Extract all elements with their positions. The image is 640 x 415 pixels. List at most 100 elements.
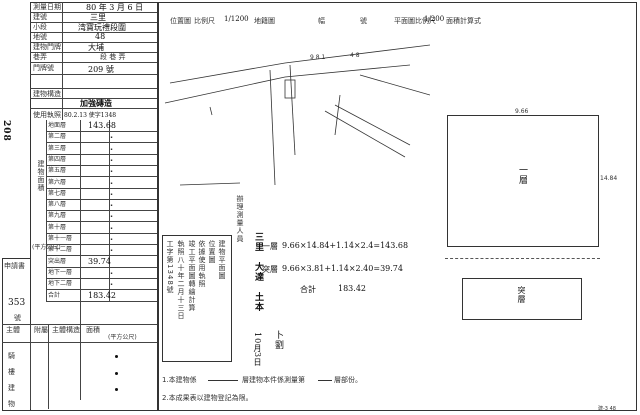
footnote-1-end: 層部份。 [334,376,362,384]
floor-label: 第九層 [48,212,67,219]
floor-label: 地下一層 [48,269,73,276]
ratio-plan: 1/200 [424,15,445,23]
footnote-2: 2.本成果表以建物登記為限。 [162,394,253,402]
header-label-section: 小段 [33,23,47,31]
stamp-value-0: 三里 [253,232,263,252]
floor-value: 183.42 [88,291,116,300]
stamp-value-2: 土本 [253,292,263,312]
dim-top: 9.66 [515,108,529,115]
floor-label: 地面層 [48,122,67,129]
roof-plan [462,278,582,320]
svg-text:9 8 1: 9 8 1 [310,54,325,61]
header-value-address: 大埔 [88,43,104,52]
floor-value: . [110,244,114,253]
floor-label: 第十二層 [48,246,73,253]
note-col-3: 竣工平面圖轉繪計算 [188,240,196,312]
floor-label: 第三層 [48,145,67,152]
corner-text: 建-3 48 [598,406,616,412]
floor-label: 地下二層 [48,280,73,287]
accessory-row-1: 樓 [8,368,15,376]
accessory-label-1: 附屬 [34,326,48,334]
applicant-number: 353 [8,298,26,308]
stamp-col-0: 辦理測量人員 [236,195,244,243]
date-col-0: 執照八十年二月十三日 [177,240,185,320]
form-frame [30,2,159,411]
header-label-address: 建物門牌 [33,43,61,51]
header-label-door: 門牌號 [33,64,54,72]
date-col-1: 工字第1348號 [166,240,174,294]
note-col-1: 位置圖 [208,240,216,264]
side-mark: 208 [1,120,11,142]
floor-value: . [110,177,114,186]
calc-line-2-label: 合計 [300,285,316,294]
calc-line-2-formula: 183.42 [338,284,366,293]
number-word: 號 [360,17,367,25]
floor-value: . [110,222,114,231]
floor-label: 第十一層 [48,235,73,242]
applicant-suffix: 號 [14,314,21,322]
structure-value: 加強磚造 [80,98,112,108]
floor-label: 第四層 [48,156,67,163]
svg-text:4 8: 4 8 [350,52,360,59]
floor-label: 第六層 [48,179,67,186]
accessory-label-3: 面積 [86,326,100,334]
ratio-location: 1/1200 [224,15,249,23]
header-value-building-no: 三里 [90,13,106,22]
floor-value: . [110,143,114,152]
handwritten-right: 卜劉 [273,330,283,350]
stamp-value-1: 大達 [253,262,263,282]
calc-line-1-formula: 9.66×3.81+1.14×2.40=39.74 [282,264,403,273]
header-value-date: 80 年 3 月 6 日 [86,3,144,12]
footnote-1-mid: 層建物本件係測量第 [242,376,305,384]
header-label-lot: 地號 [33,33,47,41]
location-map: 9 8 1 4 8 [164,44,430,186]
accessory-label-2: 主體構造 [52,326,80,334]
stamp-value-3: 10月 [253,332,262,354]
accessory-row-0: 騎 [8,352,15,360]
header-value-section: 湾寶玩禮段圍 [78,23,126,32]
drawing-frame [157,2,637,411]
accessory-label-0: 主體 [6,326,20,334]
map-ratio-word: 地籍圖 [254,17,275,25]
header-label-lane: 巷弄 [33,53,47,61]
header-label-building-no: 建號 [33,13,47,21]
note-col-0: 建物平面圖 [218,240,226,280]
floor-label: 第十層 [48,224,67,231]
header-value-door: 209 號 [88,65,114,74]
floor-value: . [110,165,114,174]
location-label: 位置圖 [170,17,191,25]
plan-label: 平面圖比例尺 [394,17,436,25]
floor-value: 39.74 [88,257,111,266]
site-parcel [284,79,296,99]
ratio-label: 比例尺 [194,17,215,25]
usage-value: 80.2.13 使字1348 [64,112,117,119]
header-value-lot: 48 [95,32,106,41]
floor-value: . [110,154,114,163]
accessory-unit: (平方公尺) [108,334,137,341]
calc-line-0-formula: 9.66×14.84+1.14×2.4=143.68 [282,241,409,250]
notes-block [162,235,232,362]
floor-value: . [110,131,114,140]
applicant-label: 申請書 [4,262,25,270]
floor-label: 第二層 [48,133,67,140]
ground-floor-plan [447,115,599,247]
floor-value: 143.68 [88,121,116,130]
accessory-row-3: 物 [8,400,15,408]
header-label-date: 測量日期 [33,3,61,11]
floor-value: . [110,188,114,197]
floor-label: 第八層 [48,201,67,208]
floor-value: . [110,210,114,219]
structure-label: 建物構造 [33,90,61,98]
calc-line-1-label: 突層 [262,265,278,274]
stamp-value-4: 3日 [253,352,262,368]
floor-label: 合計 [48,292,61,299]
roof-label: 突層 [517,286,526,304]
floor-value: . [110,267,114,276]
area-calc-label: 面積計算式 [446,17,481,25]
footnote-1: 1.本建物係 [162,376,197,384]
calc-line-0-label: 一層 [262,242,278,251]
floor-label: 第七層 [48,190,67,197]
ground-floor-label: 一層 [517,165,527,185]
sheet-word: 幅 [318,17,325,25]
accessory-row-2: 建 [8,384,15,392]
